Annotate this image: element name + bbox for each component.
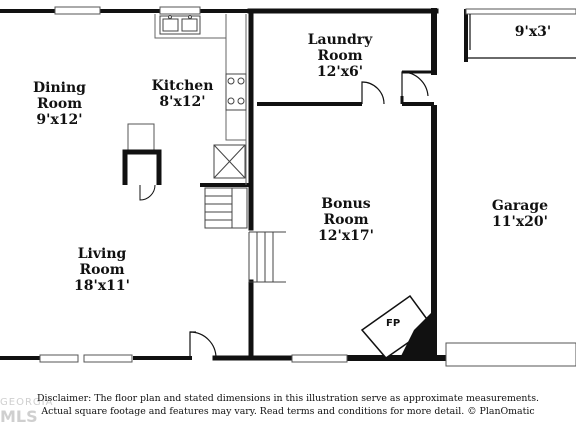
room-label-kitchen: Kitchen 8'x12'	[145, 78, 220, 110]
refrigerator	[213, 144, 246, 179]
room-name-line: Living	[77, 246, 127, 262]
room-name-line: Kitchen	[151, 78, 214, 94]
room-dimensions: 12'x6'	[316, 64, 364, 80]
room-name-line: Laundry	[307, 32, 373, 48]
disclaimer-line: Disclaimer: The floor plan and stated di…	[37, 393, 539, 404]
room-dimensions: 12'x17'	[318, 228, 374, 244]
disclaimer-line: Actual square footage and features may v…	[41, 406, 535, 417]
fireplace	[360, 294, 434, 360]
room-name-line: Bonus	[321, 196, 371, 212]
doors	[189, 14, 471, 359]
room-dimensions: 9'x3'	[514, 24, 552, 40]
room-name-line: Room	[317, 48, 363, 64]
room-label-laundry: Laundry Room 12'x6'	[298, 32, 382, 80]
room-name-line: Dining	[33, 80, 86, 96]
room-label-garage: Garage 11'x20'	[480, 198, 560, 230]
room-name-line: Room	[36, 96, 83, 112]
watermark-line: MLS	[0, 407, 38, 426]
watermark-line: GEORGIA	[0, 397, 54, 408]
interior-walls	[200, 57, 576, 187]
room-dimensions: 11'x20'	[492, 214, 548, 230]
room-name-line: Garage	[491, 198, 549, 214]
room-label-closet: 9'x3'	[506, 24, 560, 40]
mls-watermark: GEORGIA MLS	[0, 396, 54, 426]
room-name-line: Room	[323, 212, 369, 228]
disclaimer: Disclaimer: The floor plan and stated di…	[0, 392, 576, 418]
room-label-living: Living Room 18'x11'	[62, 246, 142, 294]
kitchen-sink	[159, 15, 201, 35]
pantry	[122, 123, 162, 201]
room-label-bonus: Bonus Room 12'x17'	[306, 196, 386, 244]
exterior-walls	[0, 8, 468, 361]
room-dimensions: 18'x11'	[74, 278, 130, 294]
room-label-dining: Dining Room 9'x12'	[22, 80, 97, 128]
stairs	[204, 187, 286, 283]
room-dimensions: 8'x12'	[159, 94, 206, 110]
windows	[39, 6, 576, 367]
stove	[225, 73, 247, 111]
fireplace-label: FP	[386, 318, 401, 329]
room-dimensions: 9'x12'	[36, 112, 83, 128]
room-name-line: Room	[79, 262, 125, 278]
